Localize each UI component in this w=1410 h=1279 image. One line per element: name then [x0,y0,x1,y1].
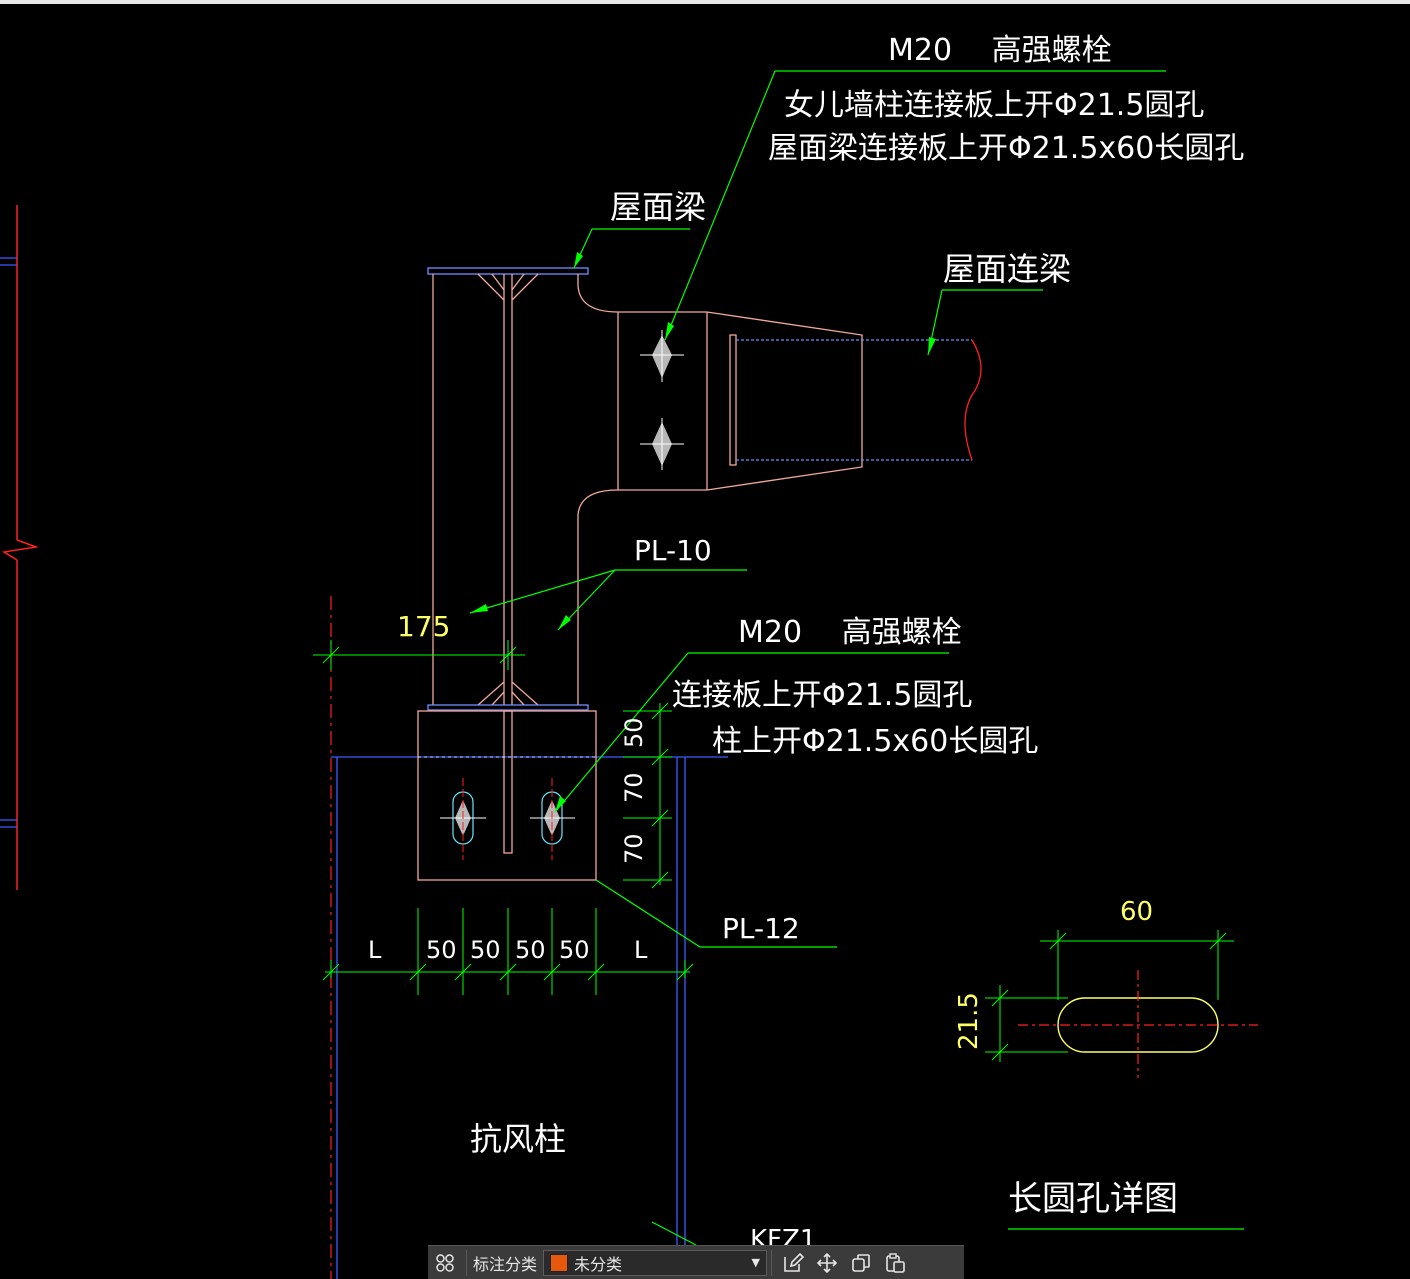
category-color-swatch [550,1253,569,1272]
dim-50-vertical: 50 [620,717,648,748]
dim-L-right: L [634,936,648,964]
roof-beam-label: 屋面梁 [610,188,706,226]
copy-icon[interactable] [844,1246,878,1279]
window-top-edge [0,0,1410,4]
move-icon[interactable] [810,1246,844,1279]
edit-icon[interactable] [776,1246,810,1279]
lower-bolt-1 [440,778,486,860]
parapet-column [427,267,708,711]
upper-bolt-1 [640,330,684,382]
bottom-bolt-note2: 柱上开Φ21.5x60长圆孔 [712,724,1038,759]
dim-70-vertical-2: 70 [620,833,648,864]
slot-width-dim: 60 [1120,897,1153,927]
dim-50-h4: 50 [559,936,590,964]
dim-50-h3: 50 [515,936,546,964]
dim-50-h1: 50 [426,936,457,964]
leader-arrows [470,252,936,812]
wind-column-label: 抗风柱 [470,1120,566,1158]
top-bolt-note2: 屋面梁连接板上开Φ21.5x60长圆孔 [768,131,1244,166]
plate-pl12-label: PL-12 [722,912,800,945]
cad-drawing-canvas[interactable]: M20 高强螺栓 女儿墙柱连接板上开Φ21.5圆孔 屋面梁连接板上开Φ21.5x… [0,4,1410,1279]
grid-icon[interactable] [428,1246,462,1279]
slot-detail-title: 长圆孔详图 [1008,1179,1178,1219]
chevron-down-icon: ▼ [751,1256,761,1269]
annotation-toolbar: 标注分类 未分类 ▼ [428,1245,964,1279]
dimension-texts: 175 50 70 70 L 50 50 50 50 L 60 21.5 [368,610,1153,1050]
roof-tie-connection [706,311,982,491]
dimension-lines [313,640,694,995]
slot-detail-drawing [985,930,1258,1230]
category-selected-value: 未分类 [574,1254,623,1274]
dim-L-left: L [368,936,382,964]
category-label: 标注分类 [473,1254,538,1274]
bottom-bolt-title: M20 高强螺栓 [738,615,962,650]
toolbar-separator [771,1249,773,1276]
dim-175: 175 [397,610,450,643]
top-bolt-title: M20 高强螺栓 [888,33,1112,68]
roof-tie-beam-label: 屋面连梁 [943,250,1071,288]
category-dropdown[interactable]: 未分类 ▼ [543,1249,768,1276]
wind-column [330,596,728,1279]
paste-icon[interactable] [878,1246,912,1279]
lower-bolt-2 [530,778,575,860]
plate-pl10-label: PL-10 [634,534,712,567]
toolbar-separator [466,1249,467,1276]
slot-height-dim: 21.5 [954,992,984,1050]
bottom-bolt-note1: 连接板上开Φ21.5圆孔 [672,678,972,713]
leader-lines [469,70,1166,1246]
top-bolt-note1: 女儿墙柱连接板上开Φ21.5圆孔 [784,88,1204,123]
base-plate [417,710,597,881]
annotation-texts: M20 高强螺栓 女儿墙柱连接板上开Φ21.5圆孔 屋面梁连接板上开Φ21.5x… [470,33,1244,1255]
left-column-fragment [0,205,39,890]
dim-70-vertical-1: 70 [620,772,648,803]
dim-50-h2: 50 [470,936,501,964]
upper-bolt-2 [640,418,684,470]
